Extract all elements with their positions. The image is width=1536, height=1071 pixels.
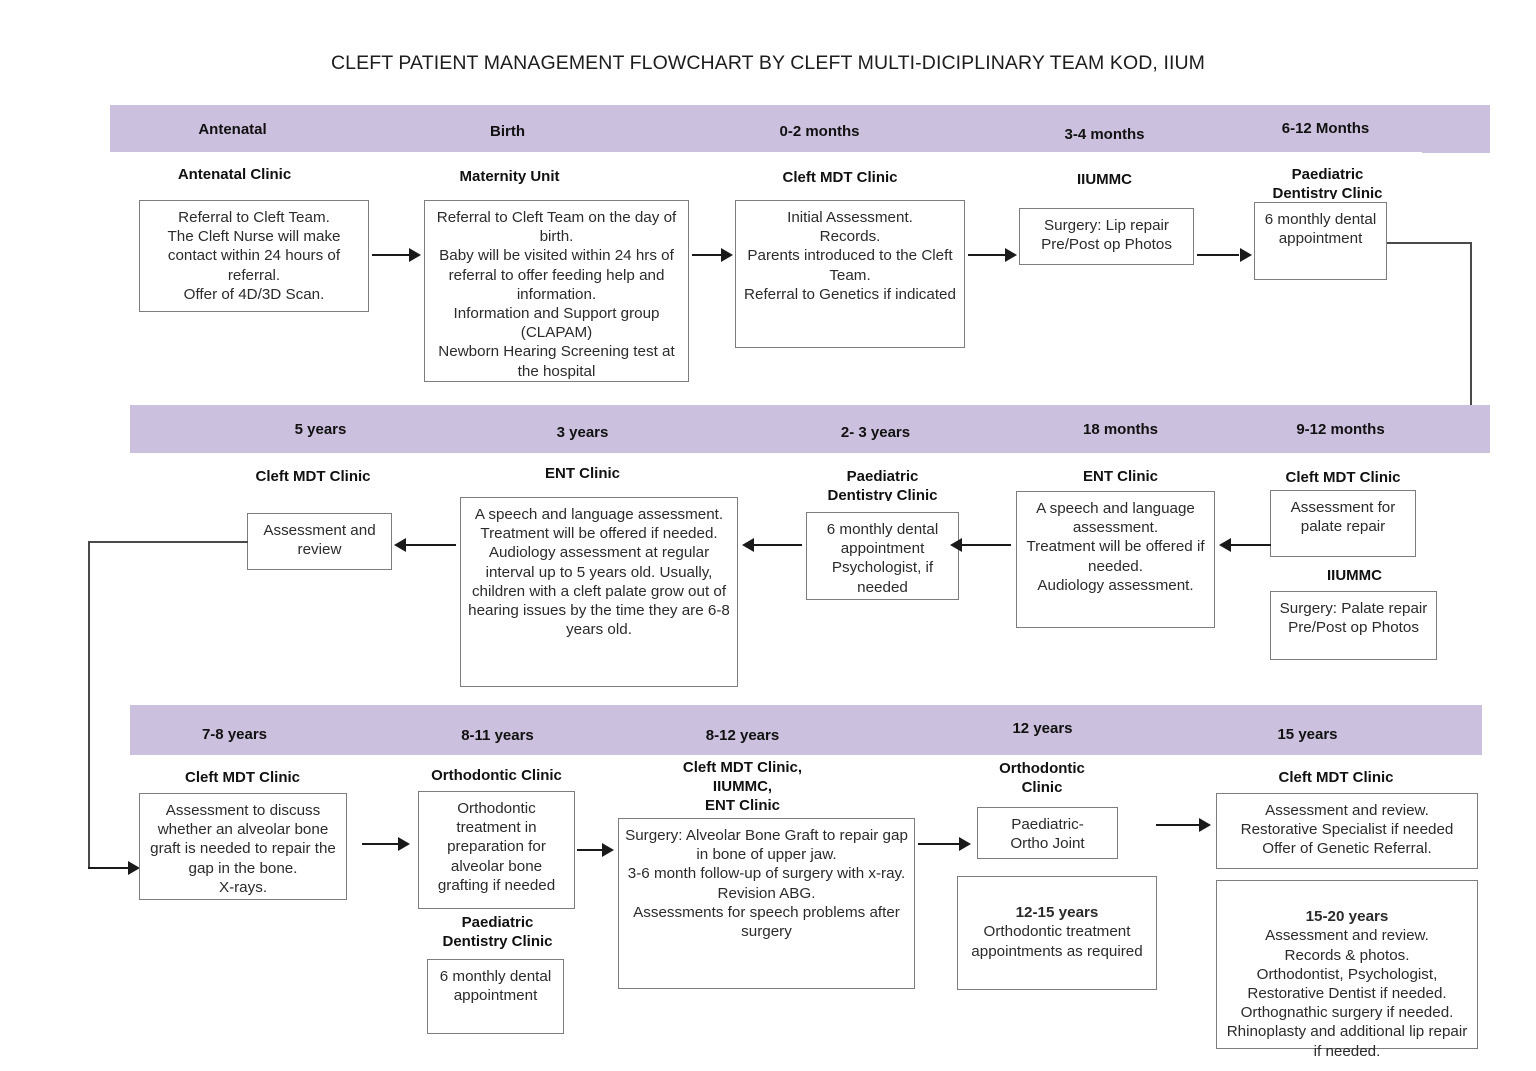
clinic-title-cleft-mdt-9-12m: Cleft MDT Clinic [1285, 469, 1401, 486]
connector-row3-entry-horizontal [88, 867, 130, 869]
stage-box-paediatric-dentistry-2-3y: 6 monthly dental appointment Psychologis… [806, 512, 959, 600]
connector-0-2m-to-3-4m [968, 254, 1007, 256]
page-title: CLEFT PATIENT MANAGEMENT FLOWCHART BY CL… [330, 52, 1206, 74]
stage-box-antenatal-clinic: Referral to Cleft Team. The Cleft Nurse … [139, 200, 369, 312]
connector-8-12y-to-12y [918, 843, 962, 845]
period-label-7-8-years: 7-8 years [201, 726, 268, 743]
stage-box-cleft-mdt-7-8y: Assessment to discuss whether an alveola… [139, 793, 347, 900]
period-label-2-3-years: 2- 3 years [840, 424, 911, 441]
clinic-title-cleft-mdt-7-8y: Cleft MDT Clinic [185, 769, 300, 786]
arrowhead-to-orthodontic-8-11y [398, 837, 410, 851]
clinic-title-cleft-mdt-iiummc-ent-8-12y: Cleft MDT Clinic, IIUMMC, ENT Clinic [682, 759, 803, 814]
period-label-8-12-years: 8-12 years [705, 727, 780, 744]
stage-box-cleft-mdt-15y: Assessment and review. Restorative Speci… [1216, 793, 1478, 869]
stage-box-12-15y-heading: 12-15 years [1015, 904, 1099, 922]
period-label-8-11-years: 8-11 years [461, 727, 534, 744]
period-label-12-years: 12 years [1012, 720, 1073, 737]
period-label-6-12-months: 6-12 Months [1281, 120, 1370, 137]
clinic-title-ent-clinic-3y: ENT Clinic [544, 465, 620, 482]
clinic-title-antenatal-clinic: Antenatal Clinic [177, 166, 292, 183]
row-2-period-band [130, 405, 1490, 453]
clinic-title-paediatric-dentistry-6-12m: Paediatric Dentistry Clinic [1272, 166, 1383, 199]
connector-12y-to-15y [1156, 824, 1202, 826]
arrowhead-to-maternity [409, 248, 421, 262]
connector-row1-to-row2-vertical [1470, 242, 1472, 545]
clinic-title-paediatric-dentistry-8-11y: Paediatric Dentistry Clinic [442, 914, 553, 950]
connector-2-3y-to-3y [754, 544, 802, 546]
arrowhead-to-cleft-mdt-7-8y [128, 861, 140, 875]
stage-box-alveolar-bone-graft-8-12y: Surgery: Alveolar Bone Graft to repair g… [618, 818, 915, 989]
stage-box-maternity-unit: Referral to Cleft Team on the day of bir… [424, 200, 689, 382]
period-label-antenatal: Antenatal [198, 121, 267, 138]
stage-box-15-20y-text: Assessment and review. Records & photos.… [1226, 927, 1468, 1060]
clinic-title-paediatric-dentistry-2-3y: Paediatric Dentistry Clinic [827, 468, 938, 501]
stage-box-iiummc-lip-repair: Surgery: Lip repair Pre/Post op Photos [1019, 208, 1194, 265]
clinic-title-cleft-mdt-5y: Cleft MDT Clinic [255, 468, 371, 485]
stage-box-ent-clinic-18m: A speech and language assessment. Treatm… [1016, 491, 1215, 628]
connector-row2-to-row3-vertical [88, 541, 90, 868]
arrowhead-to-ent-18m [1219, 538, 1231, 552]
arrowhead-to-cleft-mdt-15y [1199, 818, 1211, 832]
clinic-title-cleft-mdt-clinic-0-2m: Cleft MDT Clinic [782, 169, 898, 186]
period-label-9-12-months: 9-12 months [1296, 421, 1385, 438]
stage-box-orthodontic-8-11y: Orthodontic treatment in preparation for… [418, 791, 575, 909]
stage-box-12-15y-text: Orthodontic treatment appointments as re… [971, 923, 1143, 960]
period-label-3-years: 3 years [556, 424, 609, 441]
period-label-0-2-months: 0-2 months [779, 123, 860, 140]
row-3-period-band [130, 705, 1482, 755]
stage-box-paediatric-dentistry-8-11y: 6 monthly dental appointment [427, 959, 564, 1034]
stage-box-paediatric-ortho-joint-12y: Paediatric- Ortho Joint [977, 807, 1118, 859]
stage-box-cleft-mdt-9-12m: Assessment for palate repair [1270, 490, 1416, 557]
connector-7-8y-to-8-11y [362, 843, 400, 845]
period-label-18-months: 18 months [1082, 421, 1158, 438]
stage-box-cleft-mdt-0-2m: Initial Assessment. Records. Parents int… [735, 200, 965, 348]
arrowhead-to-iiummc-lip [1005, 248, 1017, 262]
period-label-3-4-months: 3-4 months [1064, 126, 1145, 143]
clinic-title-orthodontic-12y: Orthodontic Clinic [999, 760, 1085, 796]
stage-box-15-20y-heading: 15-20 years [1305, 908, 1389, 926]
connector-3y-to-5y [406, 544, 456, 546]
connector-18m-to-2-3y [962, 544, 1011, 546]
connector-antenatal-to-birth [372, 254, 411, 256]
stage-box-paediatric-dentistry-6-12m: 6 monthly dental appointment [1254, 202, 1387, 280]
period-label-birth: Birth [490, 123, 525, 140]
connector-row1-exit-horizontal [1387, 242, 1472, 244]
arrowhead-to-orthodontic-12y [959, 837, 971, 851]
arrowhead-to-ent-3y [742, 538, 754, 552]
connector-birth-to-0-2m [692, 254, 723, 256]
clinic-title-cleft-mdt-15y: Cleft MDT Clinic [1278, 769, 1394, 786]
period-label-15-years: 15 years [1277, 726, 1338, 743]
connector-3-4m-to-6-12m [1197, 254, 1239, 256]
stage-box-iiummc-palate-repair: Surgery: Palate repair Pre/Post op Photo… [1270, 591, 1437, 660]
stage-box-cleft-mdt-5y: Assessment and review [247, 513, 392, 570]
connector-row2-exit-horizontal [88, 541, 248, 543]
arrowhead-to-paed-dentistry-6-12m [1240, 248, 1252, 262]
arrowhead-to-paed-dentistry-2-3y [950, 538, 962, 552]
connector-8-11y-to-8-12y [577, 849, 604, 851]
clinic-title-iiummc-3-4m: IIUMMC [1077, 171, 1132, 188]
arrowhead-to-cleft-mdt-0-2m [721, 248, 733, 262]
row-1-period-band [110, 105, 1490, 153]
clinic-title-ent-clinic-18m: ENT Clinic [1082, 468, 1158, 485]
clinic-title-maternity-unit: Maternity Unit [459, 168, 560, 185]
clinic-title-iiummc-palate: IIUMMC [1327, 567, 1382, 584]
arrowhead-to-cleft-mdt-5y [394, 538, 406, 552]
arrowhead-to-abg-8-12y [602, 843, 614, 857]
period-label-5-years: 5 years [294, 421, 347, 438]
stage-box-ent-clinic-3y: A speech and language assessment. Treatm… [460, 497, 738, 687]
clinic-title-orthodontic-8-11y: Orthodontic Clinic [431, 767, 562, 784]
connector-9-12m-to-18m [1231, 544, 1271, 546]
